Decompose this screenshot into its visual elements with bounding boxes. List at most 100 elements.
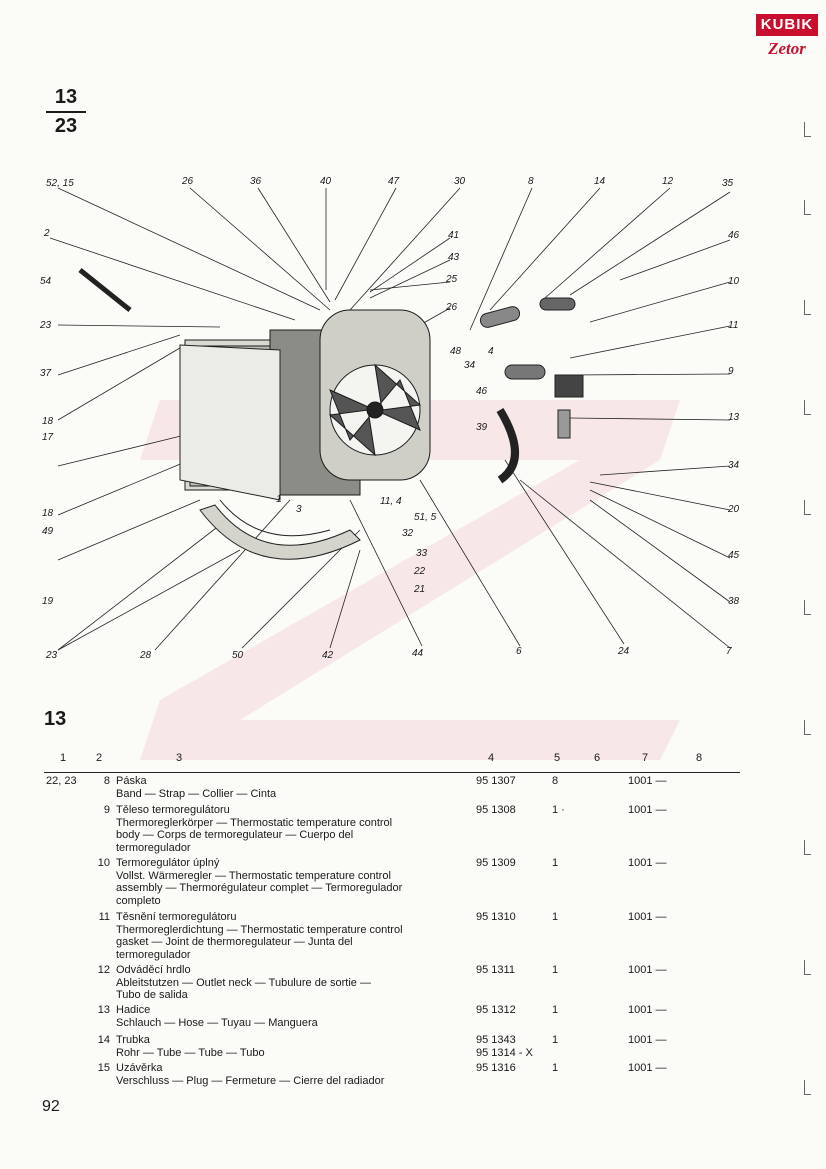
callout: 25 xyxy=(446,274,458,285)
callout: 37 xyxy=(40,368,52,379)
row-code: 1001 — xyxy=(628,857,667,869)
callout: 23 xyxy=(40,320,52,331)
callout: 45 xyxy=(728,550,740,561)
callout: 24 xyxy=(618,646,630,657)
callout: 18 xyxy=(42,416,54,427)
callout: 30 xyxy=(454,176,466,187)
desc-line: Thermoreglerkörper — Thermostatic temper… xyxy=(116,816,393,829)
row-part-number: 95 1311 xyxy=(476,964,515,976)
fraction-line xyxy=(46,111,86,113)
logo-zetor-text: Zetor xyxy=(768,39,806,58)
callout: 35 xyxy=(722,178,734,189)
desc-line: Schlauch — Hose — Tuyau — Manguera xyxy=(116,1016,318,1029)
column-header: 6 xyxy=(594,752,601,764)
callout: 22 xyxy=(414,566,426,577)
row-quantity: 1 xyxy=(552,1004,559,1016)
callout: 28 xyxy=(140,650,152,661)
callout: 34 xyxy=(464,360,476,371)
callout: 21 xyxy=(414,584,426,595)
edge-mark xyxy=(804,122,811,137)
callout: 4 xyxy=(488,346,494,357)
callout: 46 xyxy=(476,386,488,397)
desc-line: Těsnění termoregulátoru xyxy=(116,911,237,923)
edge-mark xyxy=(804,720,811,735)
desc-line: Verschluss — Plug — Fermeture — Cierre d… xyxy=(116,1074,385,1087)
desc-line: Ableitstutzen — Outlet neck — Tubulure d… xyxy=(116,976,371,989)
callout: 9 xyxy=(728,366,734,377)
row-description: Hadice Schlauch — Hose — Tuyau — Manguer… xyxy=(116,1004,456,1029)
callout: 12 xyxy=(662,176,674,187)
edge-mark xyxy=(804,600,811,615)
callout: 36 xyxy=(250,176,262,187)
row-position: 11 xyxy=(98,911,110,923)
row-description: Těleso termoregulátoru Thermoreglerkörpe… xyxy=(116,804,456,854)
callout: 47 xyxy=(388,176,400,187)
callout: 42 xyxy=(322,650,334,661)
callout: 34 xyxy=(728,460,740,471)
desc-line: termoregulador xyxy=(116,841,191,854)
callout: 2 xyxy=(44,228,50,239)
part-number-line: 95 1314 - X xyxy=(476,1046,533,1059)
callout: 3 xyxy=(296,504,302,515)
callout: 10 xyxy=(728,276,740,287)
desc-line: Hadice xyxy=(116,1004,151,1016)
desc-line: completo xyxy=(116,894,161,907)
callout: 1 xyxy=(276,494,282,505)
callout: 19 xyxy=(42,596,54,607)
row-part-number: 95 1343 95 1314 - X xyxy=(476,1034,556,1059)
desc-line: assembly — Thermorégulateur complet — Te… xyxy=(116,882,403,894)
row-quantity: 1 xyxy=(552,911,559,923)
callout: 17 xyxy=(42,432,54,443)
desc-line: gasket — Joint de thermoregulateur — Jun… xyxy=(116,936,353,948)
callout: 39 xyxy=(476,422,488,433)
edge-mark xyxy=(804,500,811,515)
desc-line: Uzávěrka xyxy=(116,1062,163,1074)
row-code: 1001 — xyxy=(628,1062,667,1074)
row-position: 8 xyxy=(103,775,110,787)
callout: 14 xyxy=(594,176,606,187)
radiator-exploded-diagram xyxy=(49,187,731,651)
row-description: Uzávěrka Verschluss — Plug — Fermeture —… xyxy=(116,1062,456,1087)
callout: 41 xyxy=(448,230,460,241)
row-description: Termoregulátor úplný Vollst. Wärmeregler… xyxy=(116,857,456,907)
column-header: 5 xyxy=(554,752,561,764)
row-description: Odváděcí hrdlo Ableitstutzen — Outlet ne… xyxy=(116,964,456,1002)
section-number: 13 xyxy=(44,708,67,730)
row-code: 1001 — xyxy=(628,1034,667,1046)
callout: 20 xyxy=(728,504,740,515)
row-quantity: 1 xyxy=(552,857,559,869)
desc-line: Rohr — Tube — Tube — Tubo xyxy=(116,1046,265,1059)
column-header: 4 xyxy=(488,752,495,764)
column-header: 8 xyxy=(696,752,703,764)
column-header: 1 xyxy=(60,752,67,764)
edge-mark xyxy=(804,1080,811,1095)
row-code: 1001 — xyxy=(628,775,667,787)
row-position: 15 xyxy=(97,1062,110,1074)
desc-line: Tubo de salida xyxy=(116,989,188,1001)
callout: 49 xyxy=(42,526,54,537)
callout: 6 xyxy=(516,646,522,657)
fraction-numerator: 13 xyxy=(54,86,78,108)
callout: 8 xyxy=(528,176,534,187)
callout: 48 xyxy=(450,346,462,357)
row-position: 14 xyxy=(97,1034,110,1046)
desc-line: Termoregulátor úplný xyxy=(116,857,220,869)
callout: 38 xyxy=(728,596,740,607)
desc-line: Thermoreglerdichtung — Thermostatic temp… xyxy=(116,923,403,936)
row-part-number: 95 1312 xyxy=(476,1004,516,1016)
row-quantity: 1 · xyxy=(552,804,565,816)
callout: 44 xyxy=(412,648,424,659)
callout: 40 xyxy=(320,176,332,187)
callout: 11 xyxy=(728,320,739,331)
row-position: 9 xyxy=(103,804,110,816)
callout: 52, 15 xyxy=(46,178,74,189)
edge-mark xyxy=(804,840,811,855)
desc-line: body — Corps de termoregulateur — Cuerpo… xyxy=(116,829,354,841)
page-number: 92 xyxy=(42,1098,60,1115)
row-position: 13 xyxy=(97,1004,110,1016)
row-quantity: 1 xyxy=(552,1034,559,1046)
callout: 11, 4 xyxy=(380,496,402,507)
row-part-number: 95 1308 xyxy=(476,804,516,816)
row-description: Páska Band — Strap — Collier — Cinta xyxy=(116,775,456,800)
row-description: Těsnění termoregulátoru Thermoreglerdich… xyxy=(116,911,456,961)
